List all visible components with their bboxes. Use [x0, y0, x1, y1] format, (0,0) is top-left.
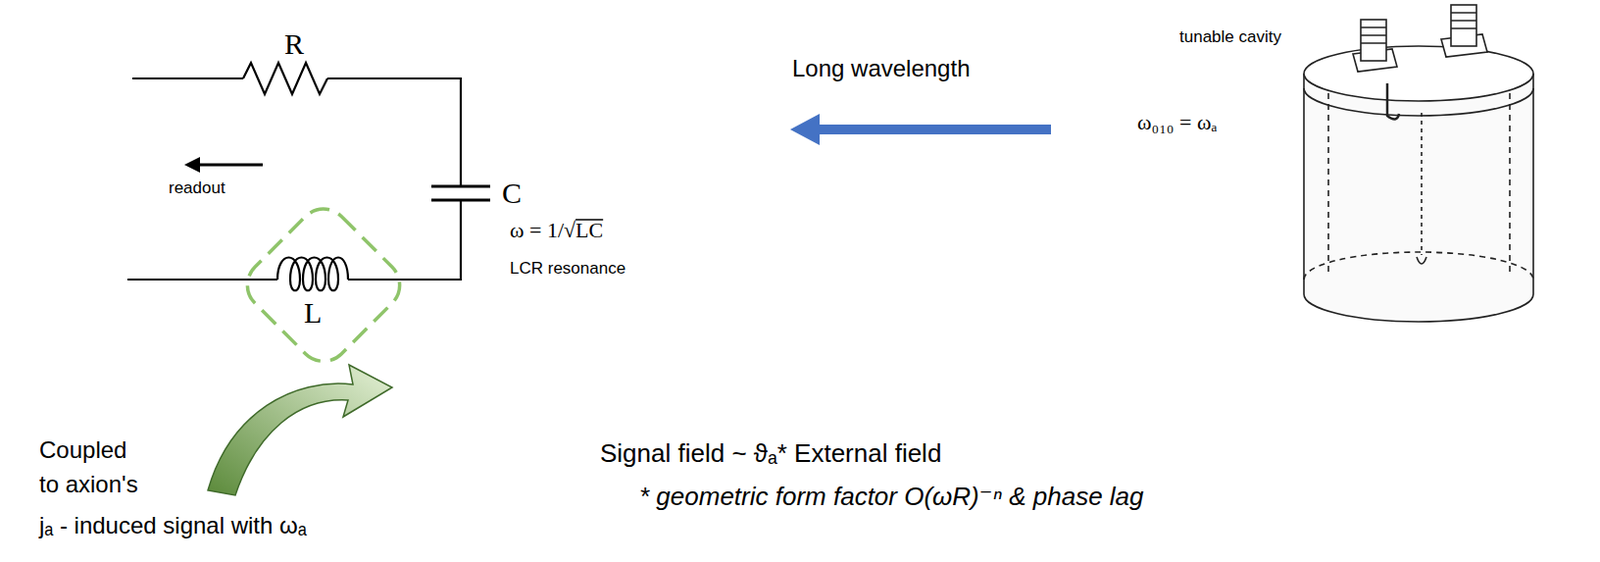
note-label: jₐ - induced signal with ωₐ [39, 511, 307, 540]
signal-label: readout [168, 178, 226, 199]
arrowhead [790, 113, 820, 146]
resonance-condition: ω₀₁₀ = ωₐ [1137, 109, 1217, 135]
capacitor-symbol [431, 186, 491, 200]
formula-label: * geometric form factor O(ωR)⁻ⁿ & phase … [639, 482, 1145, 512]
wire [327, 78, 461, 187]
arrowhead [184, 156, 200, 173]
wave-arrow [813, 124, 1051, 135]
arrow-label: Long wavelength [792, 54, 970, 83]
inductor-symbol [277, 257, 349, 292]
tuning-rod [1420, 112, 1423, 255]
wire [132, 77, 244, 80]
note-label: LCR resonance [509, 258, 626, 279]
part-label: tunable cavity [1176, 27, 1285, 48]
connector-thread [1360, 27, 1387, 44]
probe [1387, 83, 1400, 120]
circuit-wires [127, 62, 491, 291]
coupling-arrow [207, 364, 393, 496]
resistor-symbol [243, 62, 328, 95]
cavity-lid [1303, 46, 1534, 101]
component-label: C [501, 176, 522, 211]
coupling-region [237, 198, 411, 372]
lid-edge [1303, 88, 1534, 116]
probe-loop [1416, 256, 1427, 264]
cavity-wall [1303, 73, 1534, 322]
component-label: L [303, 296, 322, 331]
cavity-base [1303, 251, 1534, 280]
component-label: R [284, 27, 304, 62]
note-label: Coupled [39, 436, 127, 464]
formula-label: Signal field ~ ϑₐ* External field [600, 439, 942, 469]
tunable-cavity-drawing [1303, 4, 1534, 322]
wire [127, 278, 278, 281]
connector [1360, 19, 1387, 61]
note-label: to axion's [39, 470, 139, 499]
readout-arrow [196, 163, 263, 167]
inner-wall [1328, 93, 1510, 275]
resonance-formula: ω = 1/√LC [509, 217, 603, 243]
connector-thread [1450, 12, 1477, 29]
connector [1450, 4, 1477, 47]
